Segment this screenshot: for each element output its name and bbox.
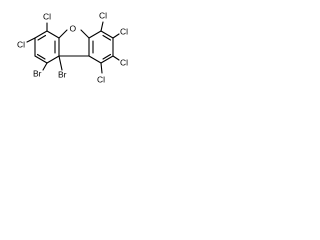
bond-left-ring-4 xyxy=(34,55,48,64)
bond-right-ring-2 xyxy=(100,30,114,39)
bond-cl-mid-left xyxy=(26,37,36,43)
chlorine-top-left-label: Cl xyxy=(43,11,51,21)
bromine-left-label: Br xyxy=(33,68,42,78)
bond-right-double-2 xyxy=(102,34,112,41)
bond-br-left xyxy=(42,62,48,71)
bond-cl-right-upper xyxy=(112,33,120,39)
chlorine-right-upper-label: Cl xyxy=(120,26,128,36)
bond-cl-bottom-right xyxy=(100,62,103,74)
bond-left-ring-3 xyxy=(46,55,60,64)
bond-left-double-3 xyxy=(37,34,47,41)
chlorine-right-lower-label: Cl xyxy=(120,57,128,67)
oxygen-label: O xyxy=(70,23,77,33)
chlorine-top-right-label: Cl xyxy=(99,10,107,20)
bond-right-ring-5 xyxy=(88,55,102,64)
bond-left-ring-6 xyxy=(34,30,48,39)
bond-right-double-3 xyxy=(102,53,112,60)
atom-labels: O Cl Cl Br Br Cl Cl Cl Cl xyxy=(17,10,128,84)
chlorine-bottom-right-label: Cl xyxy=(97,74,105,84)
bond-cl-right-lower xyxy=(112,55,120,61)
bond-right-ring-4 xyxy=(100,55,114,64)
bond-right-ring-1 xyxy=(88,30,102,39)
bond-left-double-2 xyxy=(36,53,46,60)
bond-furan-2 xyxy=(80,29,90,39)
bond-lines xyxy=(26,21,120,74)
bond-cl-top-right xyxy=(100,21,104,32)
bond-br-center xyxy=(58,55,63,71)
bond-furan-1 xyxy=(58,29,68,39)
molecule-structure: O Cl Cl Br Br Cl Cl Cl Cl xyxy=(17,10,128,84)
bond-left-ring-1 xyxy=(46,30,60,39)
bromine-center-label: Br xyxy=(58,69,67,79)
chlorine-mid-left-label: Cl xyxy=(17,39,25,49)
